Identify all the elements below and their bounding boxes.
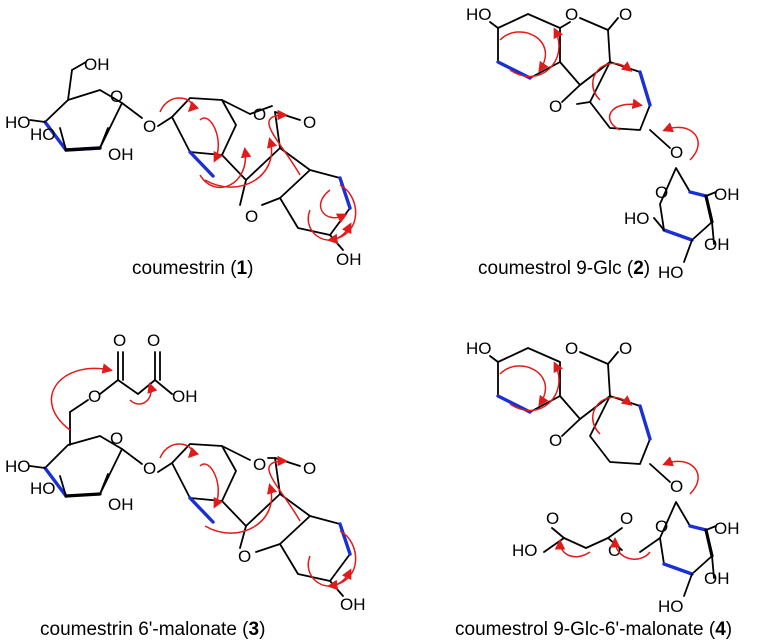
label-ho-3: HO bbox=[466, 339, 492, 358]
glucose-ring-2 bbox=[653, 167, 717, 263]
label-malonyl-o2: O bbox=[147, 331, 160, 350]
label-ho-3: HO bbox=[30, 125, 56, 144]
glucose-ring-1 bbox=[29, 61, 143, 152]
caption-4: coumestrol 9-Glc-6'-malonate (4) bbox=[455, 619, 732, 640]
label-ho-4: HO bbox=[658, 263, 684, 282]
coumestan-core-3 bbox=[171, 443, 352, 597]
label-furan-o: O bbox=[549, 431, 562, 450]
glucose-ring-3 bbox=[29, 435, 143, 498]
coumestan-core-1 bbox=[171, 97, 352, 251]
glucose-ring-4 bbox=[659, 501, 717, 597]
label-glyco-o: O bbox=[670, 143, 683, 162]
caption-3: coumestrin 6'-malonate (3) bbox=[40, 619, 265, 640]
label-malonyl-o1: O bbox=[546, 509, 559, 528]
label-furan-o: O bbox=[245, 207, 258, 226]
caption-2: coumestrol 9-Glc (2) bbox=[478, 258, 650, 279]
structure-coumestrin: OH O HO HO OH O O O O OH bbox=[5, 55, 362, 279]
label-lactone-o: O bbox=[253, 455, 266, 474]
label-carbonyl-o: O bbox=[619, 5, 632, 24]
structure-coumestrol-9-glc-6-malonate: HO O O O O O O O OH HO O OH HO bbox=[455, 339, 740, 640]
label-ho-4: HO bbox=[658, 597, 684, 616]
label-carbonyl-o: O bbox=[303, 113, 316, 132]
label-oh-2: OH bbox=[108, 495, 134, 514]
label-ho-3: HO bbox=[466, 5, 492, 24]
label-ho-3: HO bbox=[30, 479, 56, 498]
label-oh-9: OH bbox=[340, 595, 366, 614]
caption-1: coumestrin (1) bbox=[132, 258, 253, 279]
label-oh-3: OH bbox=[704, 235, 730, 254]
structure-coumestrol-9-glc: HO O O O O O OH HO OH HO bbox=[466, 5, 740, 282]
correlation-arrows-2 bbox=[499, 27, 699, 161]
correlation-arrows-1 bbox=[159, 97, 357, 245]
label-lactone-o: O bbox=[565, 5, 578, 24]
label-carbonyl-o: O bbox=[619, 339, 632, 358]
label-glyco-o: O bbox=[143, 117, 156, 136]
label-ring-o: O bbox=[110, 87, 123, 106]
malonyl-chain-3 bbox=[69, 351, 173, 446]
label-carbonyl-o: O bbox=[303, 459, 316, 478]
label-ring-o: O bbox=[655, 517, 668, 536]
label-oh-2: OH bbox=[714, 519, 740, 538]
coumestan-core-2 bbox=[489, 13, 671, 149]
label-ring-o: O bbox=[655, 183, 668, 202]
label-glyco-o: O bbox=[670, 477, 683, 496]
label-lactone-o: O bbox=[565, 339, 578, 358]
correlation-arrows-3 bbox=[50, 363, 357, 591]
label-furan-o: O bbox=[238, 547, 251, 566]
label-oh-9: OH bbox=[336, 250, 362, 269]
coumestan-core-4 bbox=[489, 347, 671, 483]
label-oh-2: OH bbox=[714, 185, 740, 204]
label-lactone-o: O bbox=[253, 105, 266, 124]
label-acid-ho: HO bbox=[512, 541, 538, 560]
label-furan-o: O bbox=[549, 97, 562, 116]
label-ester-o: O bbox=[88, 387, 101, 406]
label-malonyl-o2: O bbox=[620, 509, 633, 528]
correlation-arrows-4 bbox=[499, 361, 699, 560]
label-oh-6: OH bbox=[84, 55, 110, 74]
label-acid-oh: OH bbox=[172, 387, 198, 406]
label-ho-4: HO bbox=[5, 113, 31, 132]
label-oh-3: OH bbox=[704, 569, 730, 588]
label-glyco-o: O bbox=[143, 459, 156, 478]
structure-coumestrin-6-malonate: O O O OH HO O HO OH O O O O OH bbox=[5, 331, 366, 640]
label-malonyl-o1: O bbox=[113, 331, 126, 350]
label-ho-6: HO bbox=[624, 209, 650, 228]
label-ho-4: HO bbox=[5, 457, 31, 476]
label-oh-2: OH bbox=[108, 145, 134, 164]
